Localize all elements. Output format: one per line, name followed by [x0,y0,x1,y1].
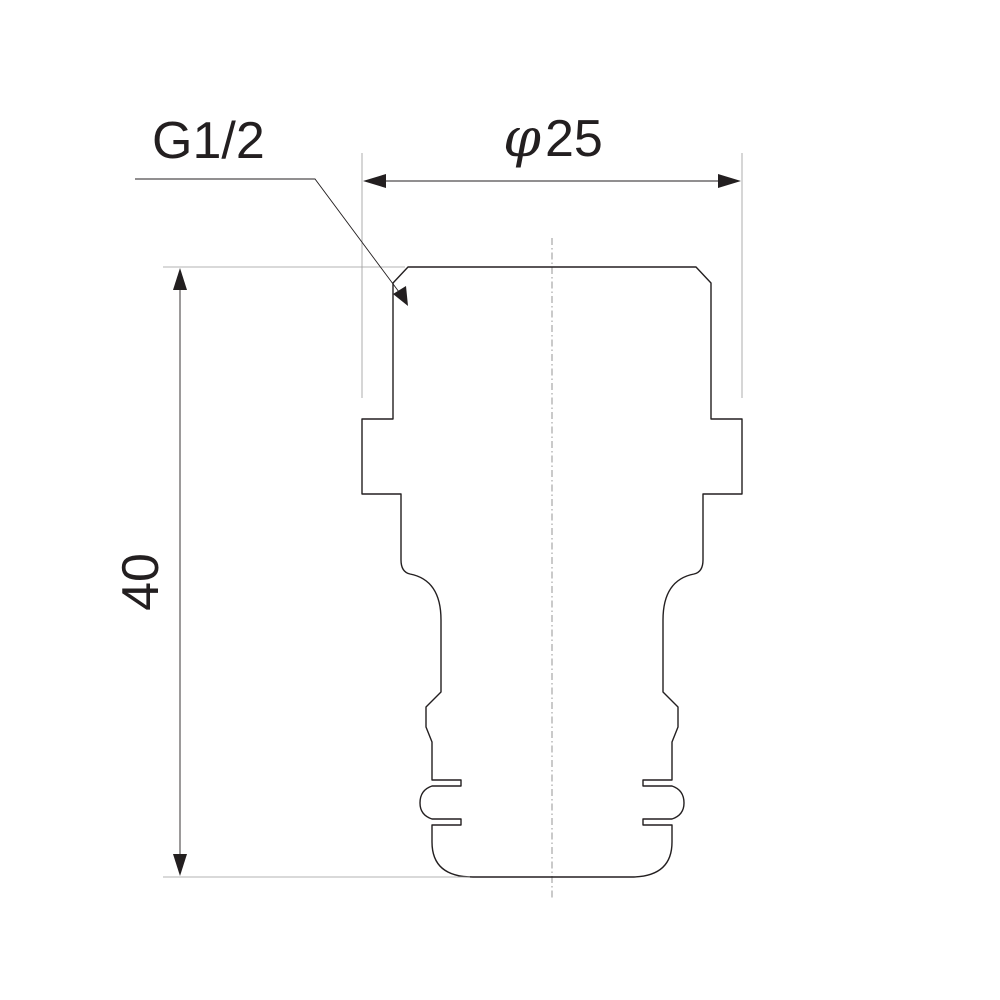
length-arrow-top [173,268,187,290]
thread-size-label: G1/2 [152,112,265,170]
thread-leader-line [135,178,403,297]
diameter-symbol: φ [503,106,541,169]
diameter-arrow-left [363,174,386,188]
length-arrow-bottom [173,854,187,876]
diameter-label: φ25 [503,106,603,169]
length-label: 40 [112,553,170,611]
part-outline-left [361,266,552,878]
thread-leader-arrow [393,286,408,306]
part-outline-right [552,266,743,878]
diameter-arrow-right [718,174,741,188]
diameter-value: 25 [545,110,603,168]
